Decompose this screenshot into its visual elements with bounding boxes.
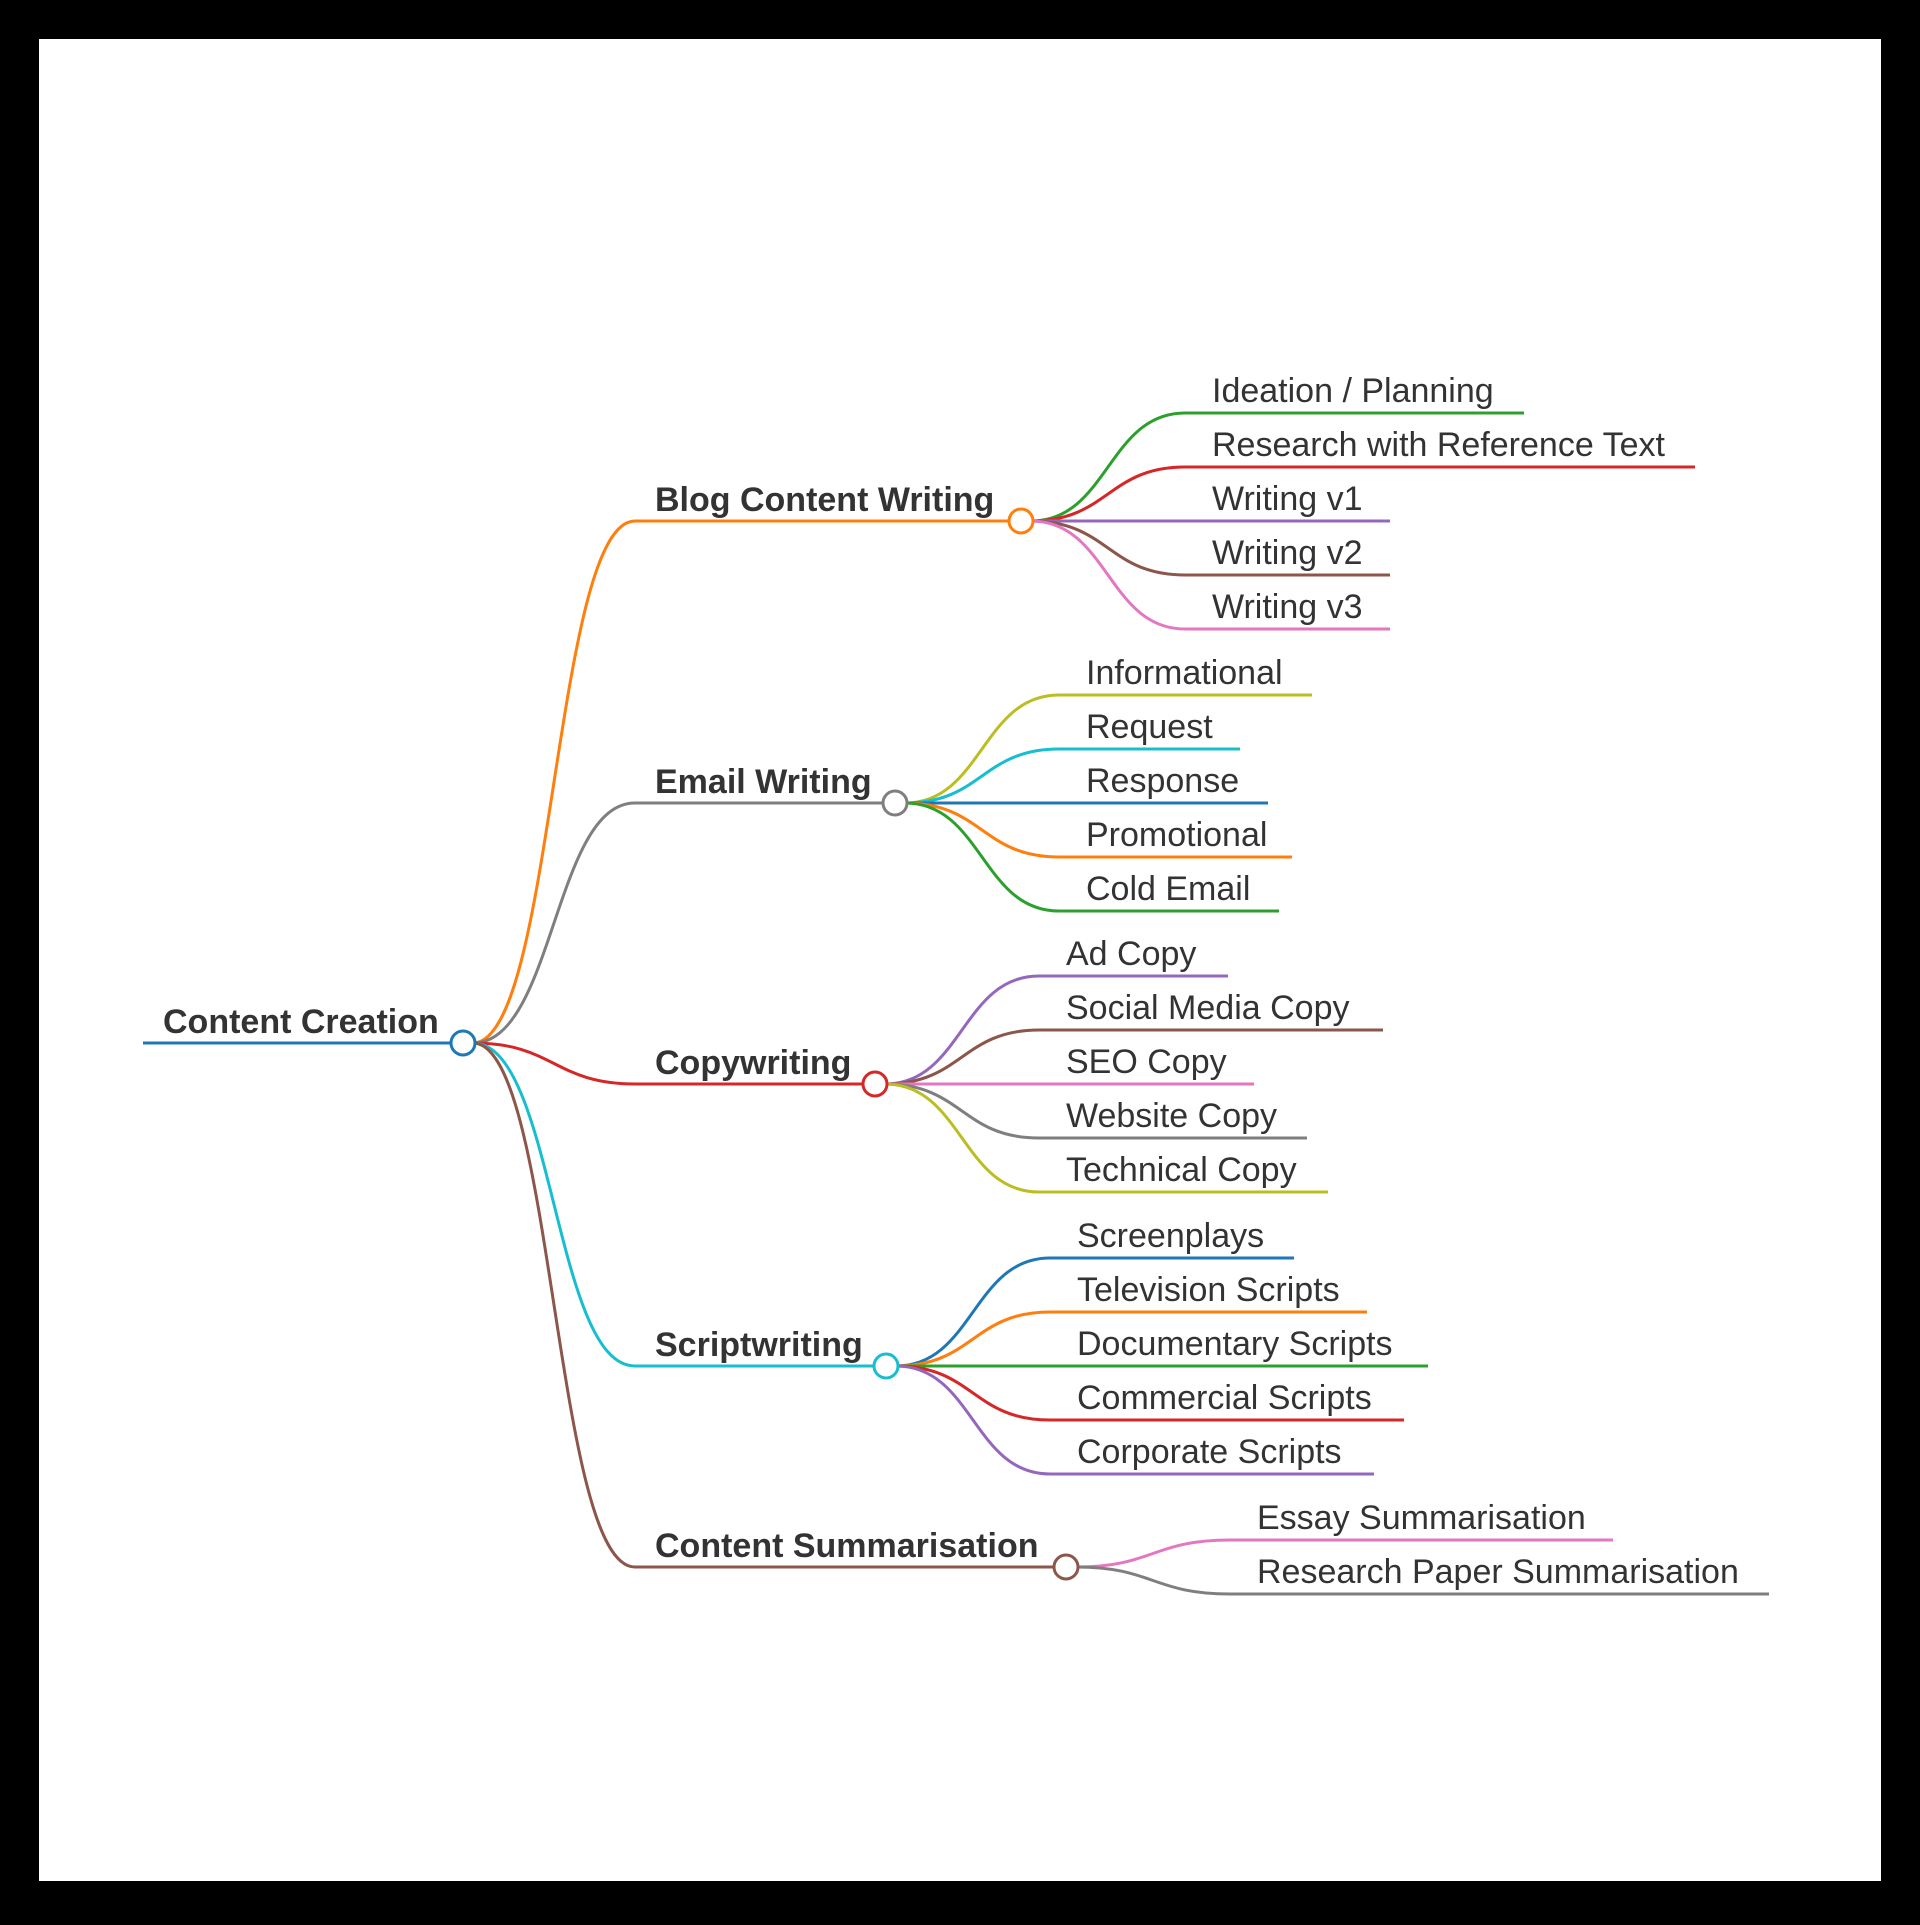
root-node-circle[interactable] bbox=[449, 1029, 477, 1057]
branch-2-leaf-3-label: Response bbox=[1086, 762, 1239, 800]
branch-2-leaf-1-label: Informational bbox=[1086, 654, 1283, 692]
branch-2-link bbox=[472, 801, 636, 1045]
branch-5-node-circle[interactable] bbox=[1052, 1553, 1080, 1581]
branch-3-leaf-5-label: Technical Copy bbox=[1066, 1151, 1297, 1189]
branch-3-leaf-4-label: Website Copy bbox=[1066, 1097, 1277, 1135]
branch-5-leaf-1-link bbox=[1075, 1538, 1231, 1569]
branch-4-label: Scriptwriting bbox=[655, 1326, 863, 1364]
branch-4-leaf-2-link bbox=[895, 1310, 1051, 1368]
branch-5-link bbox=[472, 1041, 636, 1569]
branch-1-link bbox=[472, 519, 636, 1045]
branch-4-leaf-4-label: Commercial Scripts bbox=[1077, 1379, 1372, 1417]
branch-1-leaf-1-link bbox=[1030, 411, 1186, 523]
branch-3-leaf-2-label: Social Media Copy bbox=[1066, 989, 1349, 1027]
branch-3-leaf-5-link bbox=[884, 1082, 1040, 1194]
branch-3-leaf-3-label: SEO Copy bbox=[1066, 1043, 1227, 1081]
branch-1-leaf-5-label: Writing v3 bbox=[1212, 588, 1363, 626]
nodes-layer: Content Creation Blog Content Writing Idea… bbox=[163, 372, 1739, 1591]
branch-1-node-circle[interactable] bbox=[1007, 507, 1035, 535]
branch-2-leaf-1-link bbox=[904, 693, 1060, 805]
branch-5-leaf-2-label: Research Paper Summarisation bbox=[1257, 1553, 1739, 1591]
branch-1-leaf-2-link bbox=[1030, 465, 1186, 523]
branch-1-leaf-2-label: Research with Reference Text bbox=[1212, 426, 1665, 464]
branch-4-leaf-4-link bbox=[895, 1364, 1051, 1422]
branch-4-leaf-2-label: Television Scripts bbox=[1077, 1271, 1340, 1309]
root-label: Content Creation bbox=[163, 1003, 439, 1041]
branch-3-leaf-1-link bbox=[884, 974, 1040, 1086]
branch-2-leaf-5-link bbox=[904, 801, 1060, 913]
page-background bbox=[39, 39, 1881, 1881]
branch-3-leaf-4-link bbox=[884, 1082, 1040, 1140]
branch-1-leaf-5-link bbox=[1030, 519, 1186, 631]
links-layer bbox=[143, 411, 1769, 1596]
branch-4-leaf-1-link bbox=[895, 1256, 1051, 1368]
branch-2-leaf-5-label: Cold Email bbox=[1086, 870, 1250, 908]
branch-1-leaf-4-label: Writing v2 bbox=[1212, 534, 1363, 572]
branch-5-leaf-2-link bbox=[1075, 1565, 1231, 1596]
branch-2-leaf-2-label: Request bbox=[1086, 708, 1213, 746]
branch-4-link bbox=[472, 1041, 636, 1368]
branch-2-leaf-4-link bbox=[904, 801, 1060, 859]
branch-1-leaf-3-label: Writing v1 bbox=[1212, 480, 1363, 518]
branch-2-leaf-2-link bbox=[904, 747, 1060, 805]
branch-2-node-circle[interactable] bbox=[881, 789, 909, 817]
branch-4-node-circle[interactable] bbox=[872, 1352, 900, 1380]
branch-3-leaf-1-label: Ad Copy bbox=[1066, 935, 1196, 973]
branch-3-label: Copywriting bbox=[655, 1044, 851, 1082]
branch-2-label: Email Writing bbox=[655, 763, 872, 801]
branch-5-leaf-1-label: Essay Summarisation bbox=[1257, 1499, 1586, 1537]
branch-4-leaf-5-label: Corporate Scripts bbox=[1077, 1433, 1342, 1471]
branch-5-label: Content Summarisation bbox=[655, 1527, 1038, 1565]
branch-4-leaf-1-label: Screenplays bbox=[1077, 1217, 1264, 1255]
branch-1-leaf-1-label: Ideation / Planning bbox=[1212, 372, 1494, 410]
branch-2-leaf-4-label: Promotional bbox=[1086, 816, 1267, 854]
branch-3-leaf-2-link bbox=[884, 1028, 1040, 1086]
branch-1-leaf-4-link bbox=[1030, 519, 1186, 577]
branch-3-link bbox=[472, 1041, 636, 1086]
branch-3-node-circle[interactable] bbox=[861, 1070, 889, 1098]
branch-1-label: Blog Content Writing bbox=[655, 481, 994, 519]
branch-4-leaf-3-label: Documentary Scripts bbox=[1077, 1325, 1393, 1363]
branch-4-leaf-5-link bbox=[895, 1364, 1051, 1476]
